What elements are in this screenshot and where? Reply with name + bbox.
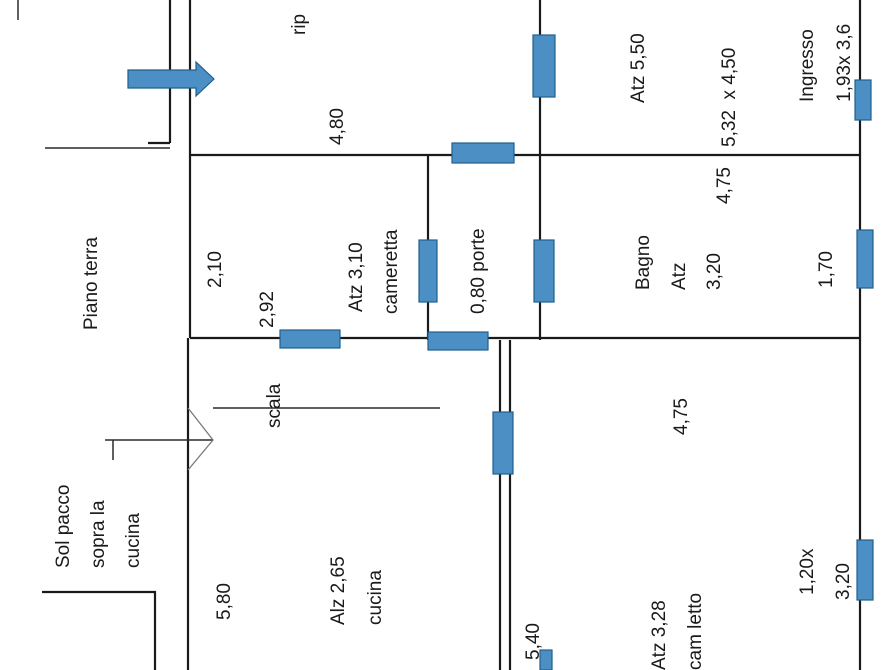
dimension-5-40: 5,40 (523, 623, 544, 660)
cameretta-label: cameretta (381, 229, 402, 314)
door-icon (451, 142, 515, 164)
door-icon (427, 331, 489, 351)
door-icon (856, 229, 874, 289)
door-icon (533, 239, 555, 303)
dimension-2-10: 2,10 (205, 251, 226, 288)
ground-floor-label: Piano terra (81, 237, 102, 330)
door-icon (539, 649, 553, 670)
door-icon (532, 34, 556, 98)
dimension-1-70: 1,70 (816, 251, 837, 288)
kitchen-height-label: Alz 2,65 (328, 556, 349, 625)
ripostiglio-label: rip (289, 13, 310, 35)
door-icon (856, 539, 874, 601)
kitchen-label: cucina (365, 570, 386, 625)
dimension-4-75-bedroom: 4,75 (671, 398, 692, 435)
cameretta-height-label: Atz 3,10 (346, 242, 367, 312)
note-line-3: cucina (123, 513, 144, 568)
dimension-4-75-bathroom: 4,75 (714, 167, 735, 204)
dimension-1-20: 1,20x (797, 548, 818, 595)
door-icon (854, 79, 872, 121)
living-room-height-label: Atz 5,50 (628, 33, 649, 103)
bathroom-label: Bagno (633, 235, 654, 290)
doors (279, 34, 874, 670)
wall-segment (42, 590, 157, 670)
entrance-dimension: 1,93x 3,6 (834, 23, 855, 102)
bedroom-height-label: Atz 3,28 (649, 600, 670, 670)
living-room-dimension: 5,32 x 4,50 (719, 47, 740, 147)
entrance-arrow-icon (127, 60, 215, 98)
note-line-1: Sol pacco (53, 484, 74, 568)
dimension-2-92: 2,92 (257, 291, 278, 328)
entrance-label: Ingresso (797, 29, 818, 102)
dimension-5-80: 5,80 (214, 583, 235, 620)
bathroom-height-label: Atz (669, 262, 690, 290)
stair-symbol (105, 407, 440, 471)
note-line-2: sopra la (88, 500, 109, 568)
bathroom-dimension: 3,20 (704, 253, 725, 290)
door-icon (418, 239, 438, 303)
door-icon (492, 411, 514, 475)
dimension-3-20: 3,20 (833, 563, 854, 600)
stair-arrow (187, 407, 214, 471)
doors-width-label: 0,80 porte (468, 228, 489, 314)
stairs-label: scala (264, 383, 285, 428)
bedroom-label: cam letto (685, 592, 706, 670)
ripostiglio-dimension: 4,80 (327, 108, 348, 145)
door-icon (279, 329, 341, 349)
